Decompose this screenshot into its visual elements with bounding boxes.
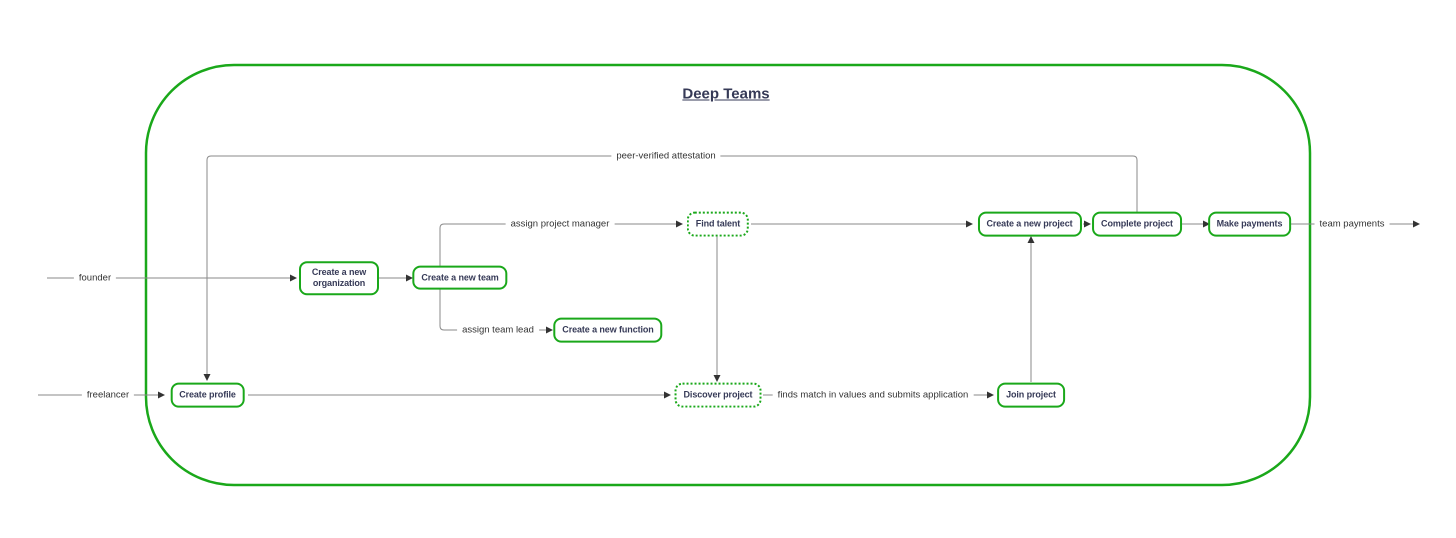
arrowhead [203,374,211,381]
arrowhead [406,274,413,282]
arrowhead [713,375,721,382]
edge-label-peer-verified-attestation: peer-verified attestation [611,150,721,162]
arrowhead [546,326,553,334]
diagram-frame [144,63,1312,487]
node-create-function: Create a new function [553,317,663,343]
arrowhead [987,391,994,399]
arrowhead [664,391,671,399]
node-create-profile: Create profile [170,382,245,408]
arrowhead [158,391,165,399]
arrowhead [290,274,297,282]
arrowhead [1203,220,1210,228]
edge-label-assign-team-lead: assign team lead [457,324,539,336]
node-make-payments: Make payments [1207,211,1292,237]
arrowhead [1084,220,1091,228]
edge-label-freelancer: freelancer [81,389,135,401]
arrowhead [676,220,683,228]
diagram-title: Deep Teams [682,85,770,103]
edge-label-assign-project-manager: assign project manager [505,218,615,230]
node-create-team: Create a new team [412,265,508,290]
node-create-organization: Create a new organization [299,261,379,295]
node-create-project: Create a new project [977,211,1082,237]
node-find-talent: Find talent [686,211,750,237]
edge-team-to-function [439,289,546,331]
edge-label-team-payments: team payments [1314,218,1390,230]
arrowhead [966,220,973,228]
arrowhead [1413,220,1420,228]
node-join-project: Join project [997,382,1065,408]
edge-label-finds-match: finds match in values and submits applic… [772,389,974,401]
node-complete-project: Complete project [1092,211,1182,237]
arrowhead [1027,236,1035,243]
edge-team-to-findtalent [439,223,676,266]
node-discover-project: Discover project [674,382,762,408]
edge-label-founder: founder [73,272,117,284]
